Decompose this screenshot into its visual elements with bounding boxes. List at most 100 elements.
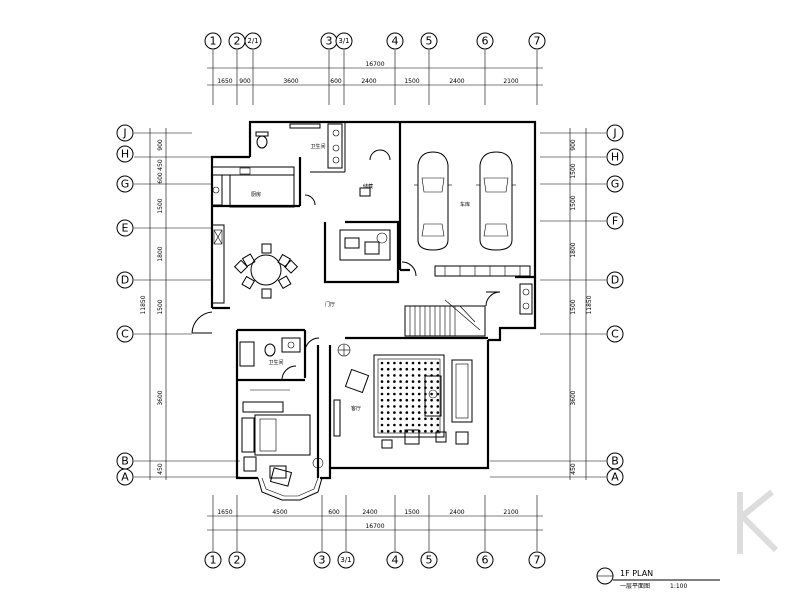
- car-right: [476, 151, 516, 251]
- staircase: [404, 299, 486, 337]
- bedroom-bath: [239, 337, 301, 367]
- axis-bubble-right-B: B: [490, 452, 624, 470]
- axis-bubble-top-6: 6: [476, 32, 494, 105]
- rug-dot: [386, 398, 390, 402]
- rug-dot: [386, 380, 390, 383]
- rug-dot: [399, 374, 402, 377]
- dining-cabinet: [211, 224, 225, 304]
- rug-dot: [411, 392, 415, 396]
- rug-dot: [417, 380, 421, 383]
- rug-dot: [417, 405, 421, 408]
- rug-dot: [380, 367, 384, 371]
- axis-bubble-left-C: C: [116, 325, 192, 343]
- rug-dot: [386, 429, 390, 433]
- dimension-segment: 600: [330, 78, 342, 85]
- watermark-logo: [737, 489, 779, 554]
- dimension-total-top: 16700: [365, 61, 384, 68]
- study-furniture: [339, 229, 391, 261]
- rug-dot: [380, 392, 384, 396]
- room-label-storage: 储藏: [363, 183, 373, 190]
- rug-dot: [386, 386, 390, 390]
- rug-dot: [393, 392, 396, 396]
- rug-dot: [417, 386, 421, 390]
- rug-dot: [430, 361, 433, 365]
- drawing-scale: 1:100: [670, 583, 687, 590]
- rug-dot: [411, 361, 415, 365]
- axis-label: G: [121, 178, 130, 191]
- axis-bubble-right-H: H: [540, 148, 624, 166]
- rug-dot: [405, 417, 409, 421]
- axis-bubble-left-A: A: [116, 468, 240, 486]
- axis-label: J: [122, 127, 126, 140]
- rug-dot: [411, 380, 415, 383]
- rug-dot: [405, 367, 409, 371]
- rug-dot: [380, 405, 384, 408]
- dimension-segment: 900: [570, 139, 577, 151]
- rug-dot: [405, 423, 409, 427]
- room-label-hall: 门厅: [325, 301, 335, 308]
- drawing-title: 1F PLAN: [620, 569, 653, 578]
- axis-label: J: [612, 127, 616, 140]
- dimension-segment: 1500: [570, 195, 577, 210]
- rug-dot: [430, 423, 433, 427]
- dimension-segment: 1500: [404, 78, 419, 85]
- rug-dot: [436, 386, 440, 390]
- car-left: [414, 151, 452, 251]
- rug-dot: [436, 405, 440, 408]
- living-sofa: [337, 343, 473, 449]
- axis-bubble-left-G: G: [116, 175, 212, 193]
- rug-dot: [424, 367, 427, 371]
- doors: [191, 149, 501, 381]
- rug-dot: [417, 367, 421, 371]
- axis-label: H: [121, 148, 129, 161]
- rug-dot: [393, 429, 396, 433]
- rug-dot: [399, 367, 402, 371]
- rug-dot: [411, 411, 415, 414]
- rug-dot: [399, 392, 402, 396]
- rug-dot: [411, 417, 415, 421]
- dimension-segment: 3600: [283, 78, 298, 85]
- axis-label: H: [611, 151, 619, 164]
- rug-dot: [417, 374, 421, 377]
- rug-dot: [436, 380, 440, 383]
- dimension-segment: 1500: [570, 299, 577, 314]
- rug-dot: [405, 429, 409, 433]
- garage-shelf: [434, 265, 531, 277]
- rug-dot: [411, 367, 415, 371]
- dimension-segment: 2400: [449, 509, 464, 516]
- bay-window-chair: [269, 457, 324, 487]
- rug-dot: [430, 380, 433, 383]
- axis-bubble-bottom-5: 5: [420, 495, 438, 569]
- rug-dot: [430, 386, 433, 390]
- axis-bubble-top-5: 5: [420, 32, 438, 105]
- title-block: 1F PLAN 一层平面图 1:100: [596, 567, 720, 590]
- axis-label: 3/1: [338, 37, 349, 45]
- axis-label: 3: [319, 554, 326, 567]
- rug-dot: [386, 392, 390, 396]
- rug-dot: [424, 361, 427, 365]
- axis-label: A: [121, 471, 129, 484]
- axis-bubble-left-J: J: [116, 124, 192, 142]
- axis-bubble-top-4: 4: [386, 32, 404, 105]
- rug-dot: [405, 374, 409, 377]
- axis-bubble-bottom-7: 7: [528, 495, 546, 569]
- axis-label: 2: [234, 554, 241, 567]
- axis-label: E: [122, 222, 129, 235]
- rug-dot: [430, 417, 433, 421]
- dimension-segment: 600: [328, 509, 340, 516]
- rug-dot: [393, 361, 396, 365]
- axis-label: D: [611, 274, 619, 287]
- rug-dot: [380, 429, 384, 433]
- rug-dot: [399, 423, 402, 427]
- rug-dot: [393, 405, 396, 408]
- axis-label: 4: [392, 554, 399, 567]
- rug-dot: [399, 380, 402, 383]
- rug-dot: [380, 361, 384, 365]
- rug-dot: [430, 392, 433, 396]
- rug-dot: [417, 411, 421, 414]
- rug-dot: [430, 405, 433, 408]
- rug-dot: [417, 398, 421, 402]
- rug-dot: [393, 411, 396, 414]
- rug-dot: [399, 386, 402, 390]
- rug-dot: [393, 380, 396, 383]
